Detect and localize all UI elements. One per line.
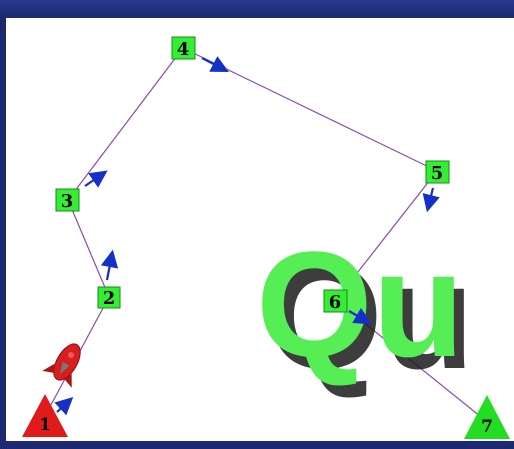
waypoint-1[interactable]: 1 xyxy=(22,394,68,437)
waypoint-label: 6 xyxy=(329,292,342,313)
direction-arrows xyxy=(54,56,440,416)
waypoint-label: 1 xyxy=(39,415,51,435)
direction-arrow-icon xyxy=(54,397,74,416)
waypoint-3[interactable]: 3 xyxy=(55,188,80,212)
rocket-icon[interactable] xyxy=(42,336,91,388)
waypoint-label: 7 xyxy=(481,417,493,437)
waypoint-label: 3 xyxy=(61,191,74,212)
route-segment xyxy=(67,199,110,298)
waypoint-2[interactable]: 2 xyxy=(97,286,121,309)
waypoint-7[interactable]: 7 xyxy=(464,395,510,439)
waypoint-5[interactable]: 5 xyxy=(425,160,450,184)
title-text: Qu xyxy=(256,220,464,388)
window-frame-bottom xyxy=(0,441,514,449)
window-frame-top xyxy=(0,0,514,18)
direction-arrow-icon xyxy=(100,249,119,281)
waypoint-6[interactable]: 6 xyxy=(323,289,348,313)
window-frame-left xyxy=(0,18,6,449)
waypoint-4[interactable]: 4 xyxy=(171,36,196,60)
direction-arrow-icon xyxy=(84,170,108,188)
route-segment xyxy=(335,170,438,301)
play-area[interactable] xyxy=(6,18,514,441)
waypoint-label: 4 xyxy=(177,39,190,60)
direction-arrow-icon xyxy=(201,56,229,73)
waypoint-label: 2 xyxy=(103,288,116,309)
direction-arrow-icon xyxy=(348,307,372,325)
waypoint-label: 5 xyxy=(431,163,444,184)
title-overlay: Qu Qu xyxy=(256,220,474,400)
route-segment xyxy=(67,47,184,201)
direction-arrow-icon xyxy=(422,187,440,213)
route-segment xyxy=(182,47,438,172)
